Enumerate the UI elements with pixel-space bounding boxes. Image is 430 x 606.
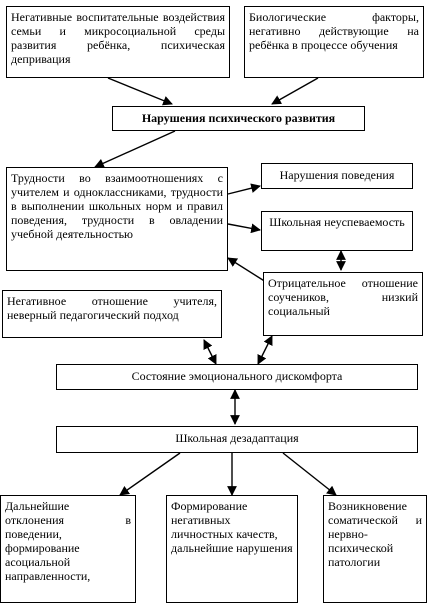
box-school-failure: Школьная неуспеваемость <box>261 211 413 251</box>
arrow-peers-to-difficulties <box>227 257 267 283</box>
box-further-deviations: Дальнейшие отклонения в поведении, форми… <box>0 495 136 603</box>
arrow-maladaptation-to-somatic <box>282 452 337 496</box>
box-negative-personal-qualities: Формирование негативных личностных качес… <box>166 495 298 603</box>
arrow-biological-to-disorders <box>271 77 319 105</box>
arrow-difficulties-to-failure <box>227 223 261 234</box>
arrow-peers-discomfort <box>257 335 273 365</box>
box-negative-teacher-attitude: Негативное отношение учителя, неверный п… <box>2 290 222 338</box>
box-negative-peer-attitude: Отрицательное отношение соучеников, низк… <box>263 272 423 336</box>
box-negative-family-influences: Негативные воспитательные воздействия се… <box>6 6 230 78</box>
box-behavior-disorders: Нарушения поведения <box>261 163 413 189</box>
arrow-difficulties-to-behavior <box>227 183 261 195</box>
box-relationship-difficulties: Трудности во взаимоотношениях с учителем… <box>6 167 228 271</box>
arrow-family-to-disorders <box>107 77 173 106</box>
box-biological-factors: Биологические факторы, негативно действу… <box>244 6 424 78</box>
box-mental-development-disorders: Нарушения психического развития <box>112 106 365 131</box>
arrow-teacher-discomfort <box>203 339 217 365</box>
arrow-disorders-to-difficulties <box>94 130 176 168</box>
arrow-maladaptation-to-deviations <box>119 452 181 496</box>
box-somatic-pathology: Возникновение соматической и нервно-псих… <box>323 495 427 603</box>
box-emotional-discomfort: Состояние эмоционального дискомфорта <box>56 364 418 390</box>
box-school-maladaptation: Школьная дезадаптация <box>56 426 418 453</box>
